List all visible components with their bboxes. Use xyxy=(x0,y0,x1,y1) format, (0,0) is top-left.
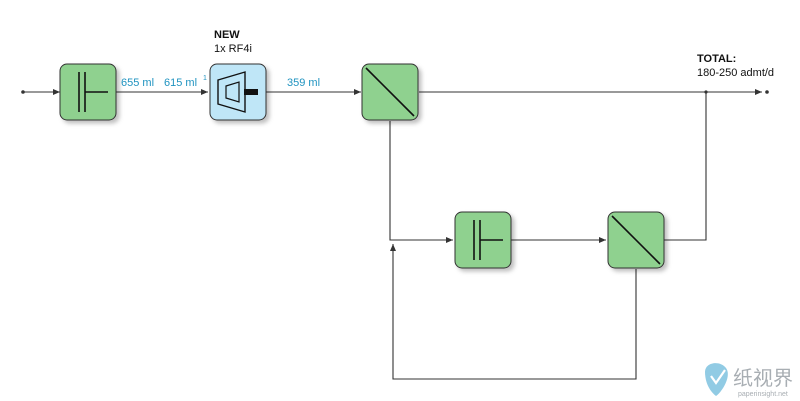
watermark: 纸视界 paperinsight.net xyxy=(705,363,793,398)
screen-icon xyxy=(365,67,415,117)
total-value: 180-250 admt/d xyxy=(697,67,774,79)
watermark-brand-cn: 纸视界 xyxy=(733,366,793,390)
flow-label-655: 655 ml xyxy=(121,77,154,89)
line-screen-2-accept xyxy=(664,92,707,241)
screen-2[interactable] xyxy=(607,211,665,269)
watermark-brand-en: paperinsight.net xyxy=(738,391,788,398)
flow-label-615: 615 ml xyxy=(164,77,197,89)
cleaner-icon xyxy=(217,71,258,113)
new-label: NEW xyxy=(214,29,240,41)
refiner-icon xyxy=(473,220,503,260)
new-subtitle: 1x RF4i xyxy=(214,43,252,55)
refiner-icon xyxy=(78,72,108,112)
junction-dot xyxy=(704,90,708,94)
flow-lines xyxy=(21,89,769,380)
refiner-2[interactable] xyxy=(454,211,512,269)
refiner-1[interactable] xyxy=(59,63,117,121)
line-screen-1-reject xyxy=(389,121,453,243)
rf4i-cleaner[interactable] xyxy=(209,63,267,121)
total-title: TOTAL: xyxy=(697,53,736,65)
screen-icon xyxy=(611,215,661,265)
line-screen-2-reject-loop xyxy=(390,244,637,380)
screen-1[interactable] xyxy=(361,63,419,121)
outlet-dot xyxy=(765,90,769,94)
flow-label-615-note: 1 xyxy=(203,75,207,82)
watermark-logo-icon xyxy=(705,363,728,396)
flow-label-359: 359 ml xyxy=(287,77,320,89)
